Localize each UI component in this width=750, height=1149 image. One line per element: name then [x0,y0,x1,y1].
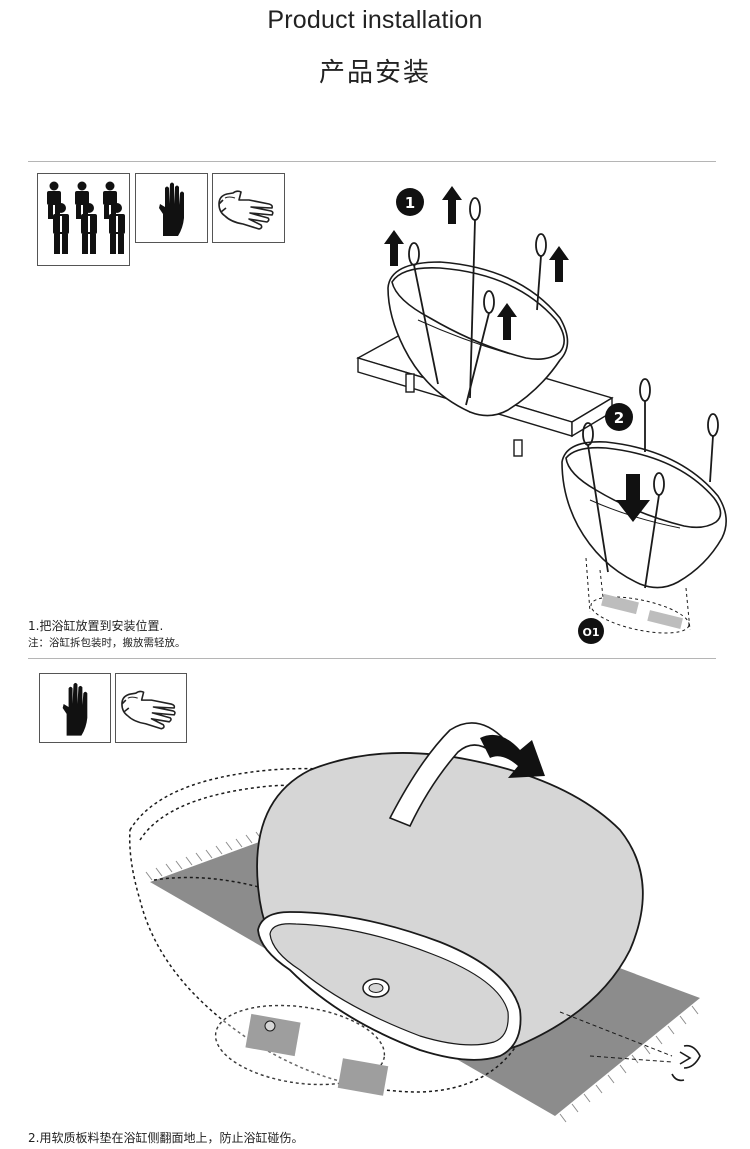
glove-icon [218,190,274,230]
step-badge-1-label: 1 [405,194,415,212]
bathtub-1 [387,261,569,417]
glove-icon-box-2 [115,673,187,743]
glove-icon-box [212,173,285,243]
curved-arrow-icon [480,734,545,778]
eye-icon [671,1044,701,1082]
step1-illustration: 1 2 O1 [356,186,727,644]
glove-icon [121,690,176,730]
hand-stop-icon-box [135,173,208,243]
people-team-icon-box [37,173,130,266]
step-badge-o1 [578,618,604,644]
step2-instruction: 2.用软质板料垫在浴缸侧翻面地上，防止浴缸碰伤。 [28,1131,304,1145]
step1-instruction: 1.把浴缸放置到安装位置. [28,619,164,633]
section2-top-divider [28,658,716,659]
step-badge-1 [396,188,424,216]
step-badge-2-label: 2 [614,409,624,427]
hand-stop-icon [62,682,88,736]
step1-note: 注：浴缸拆包装时，搬放需轻放。 [28,637,186,649]
section1-top-divider [28,161,716,162]
page-title-cn: 产品安装 [318,58,431,88]
bathtub-flipped [256,752,644,1061]
floor-pads [601,593,683,629]
page-title-en: Product installation [267,6,483,34]
people-team-icon [47,181,125,254]
floor-pads-2 [215,1005,389,1096]
step-badge-2 [605,403,633,431]
hand-stop-icon-box-2 [39,673,111,743]
step-badge-o1-label: O1 [582,626,599,639]
down-arrow-icon [616,474,650,522]
up-arrow-icon [384,186,569,340]
lift-straps-1 [408,197,547,406]
eye-sightline [559,1011,673,1063]
hand-stop-icon [159,182,184,236]
bathtub-2 [561,441,727,589]
lift-straps-2 [582,378,719,589]
